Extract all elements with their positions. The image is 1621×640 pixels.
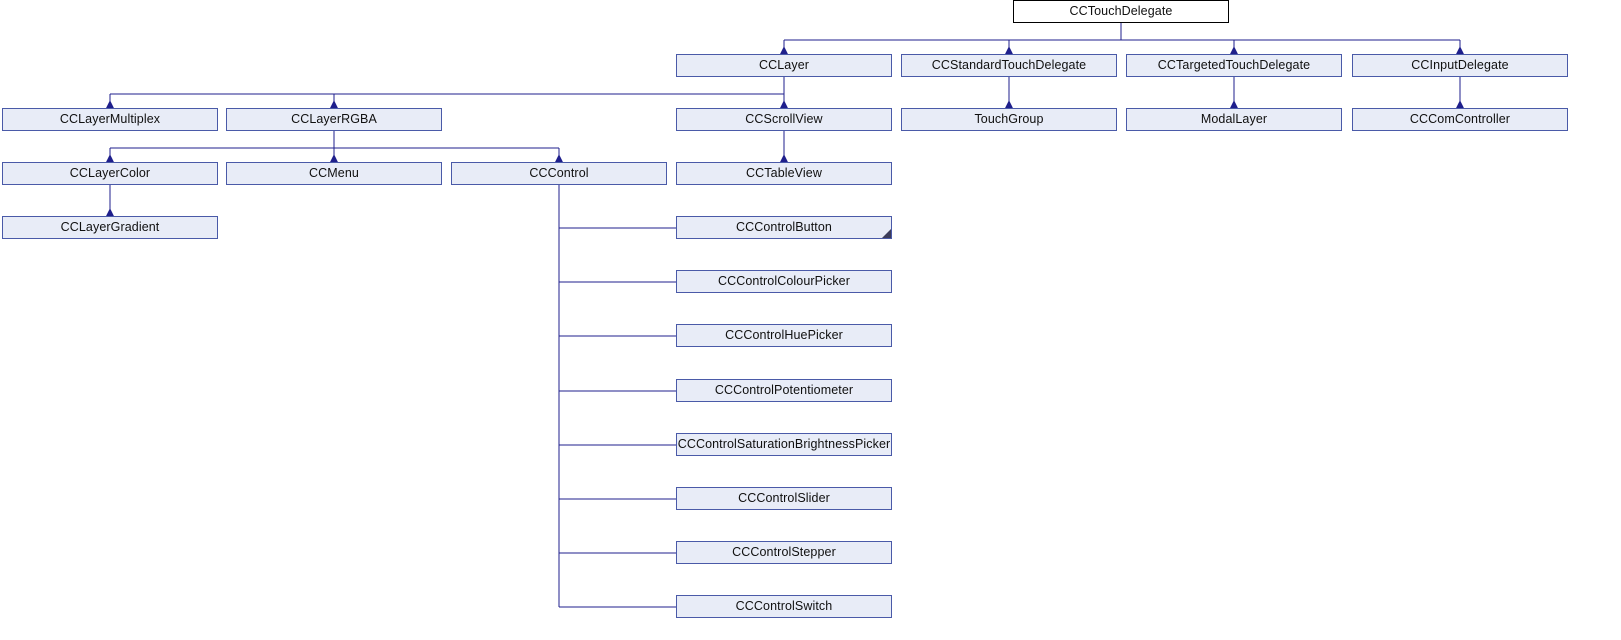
class-node-CCControlHuePicker[interactable]: CCControlHuePicker — [676, 324, 892, 347]
class-node-label: CCControlHuePicker — [725, 328, 843, 343]
class-node-CCLayerRGBA[interactable]: CCLayerRGBA — [226, 108, 442, 131]
class-node-CCControl[interactable]: CCControl — [451, 162, 667, 185]
class-node-CCControlButton[interactable]: CCControlButton — [676, 216, 892, 239]
class-node-CCTouchDelegate[interactable]: CCTouchDelegate — [1013, 0, 1229, 23]
class-node-CCComController[interactable]: CCComController — [1352, 108, 1568, 131]
class-node-label: CCInputDelegate — [1411, 58, 1509, 73]
class-node-CCLayerMultiplex[interactable]: CCLayerMultiplex — [2, 108, 218, 131]
class-node-label: CCStandardTouchDelegate — [931, 58, 1087, 73]
class-node-label: CCMenu — [309, 166, 359, 181]
expand-corner-icon[interactable] — [882, 229, 891, 238]
class-node-label: CCLayerGradient — [60, 220, 160, 235]
class-node-label: CCControlButton — [736, 220, 832, 235]
class-node-label: CCTouchDelegate — [1069, 4, 1173, 19]
class-node-ModalLayer[interactable]: ModalLayer — [1126, 108, 1342, 131]
class-node-label: CCControl — [529, 166, 589, 181]
class-node-CCInputDelegate[interactable]: CCInputDelegate — [1352, 54, 1568, 77]
class-node-label: CCControlSaturationBrightnessPicker — [677, 437, 891, 452]
class-node-CCStandardTouchDelegate[interactable]: CCStandardTouchDelegate — [901, 54, 1117, 77]
class-node-label: CCTargetedTouchDelegate — [1157, 58, 1311, 73]
class-node-label: CCControlSlider — [738, 491, 830, 506]
class-node-label: CCControlStepper — [732, 545, 836, 560]
class-node-label: TouchGroup — [974, 112, 1044, 127]
class-node-label: CCTableView — [746, 166, 822, 181]
class-node-CCControlPotentiometer[interactable]: CCControlPotentiometer — [676, 379, 892, 402]
class-node-label: CCControlSwitch — [735, 599, 833, 614]
class-node-label: CCLayerRGBA — [291, 112, 377, 127]
class-node-CCTargetedTouchDelegate[interactable]: CCTargetedTouchDelegate — [1126, 54, 1342, 77]
class-node-label: ModalLayer — [1200, 112, 1268, 127]
class-node-CCControlSwitch[interactable]: CCControlSwitch — [676, 595, 892, 618]
class-node-label: CCLayerMultiplex — [59, 112, 161, 127]
class-node-CCScrollView[interactable]: CCScrollView — [676, 108, 892, 131]
class-node-CCControlSaturationBrightnessPicker[interactable]: CCControlSaturationBrightnessPicker — [676, 433, 892, 456]
class-node-CCControlSlider[interactable]: CCControlSlider — [676, 487, 892, 510]
class-node-CCControlColourPicker[interactable]: CCControlColourPicker — [676, 270, 892, 293]
class-node-label: CCControlColourPicker — [717, 274, 850, 289]
class-node-label: CCControlPotentiometer — [714, 383, 854, 398]
class-node-label: CCComController — [1409, 112, 1511, 127]
class-node-CCTableView[interactable]: CCTableView — [676, 162, 892, 185]
class-node-CCControlStepper[interactable]: CCControlStepper — [676, 541, 892, 564]
class-node-CCLayer[interactable]: CCLayer — [676, 54, 892, 77]
class-node-label: CCLayerColor — [69, 166, 151, 181]
class-node-CCLayerColor[interactable]: CCLayerColor — [2, 162, 218, 185]
class-node-TouchGroup[interactable]: TouchGroup — [901, 108, 1117, 131]
class-node-CCLayerGradient[interactable]: CCLayerGradient — [2, 216, 218, 239]
class-node-CCMenu[interactable]: CCMenu — [226, 162, 442, 185]
class-node-label: CCLayer — [758, 58, 810, 73]
class-node-label: CCScrollView — [745, 112, 823, 127]
